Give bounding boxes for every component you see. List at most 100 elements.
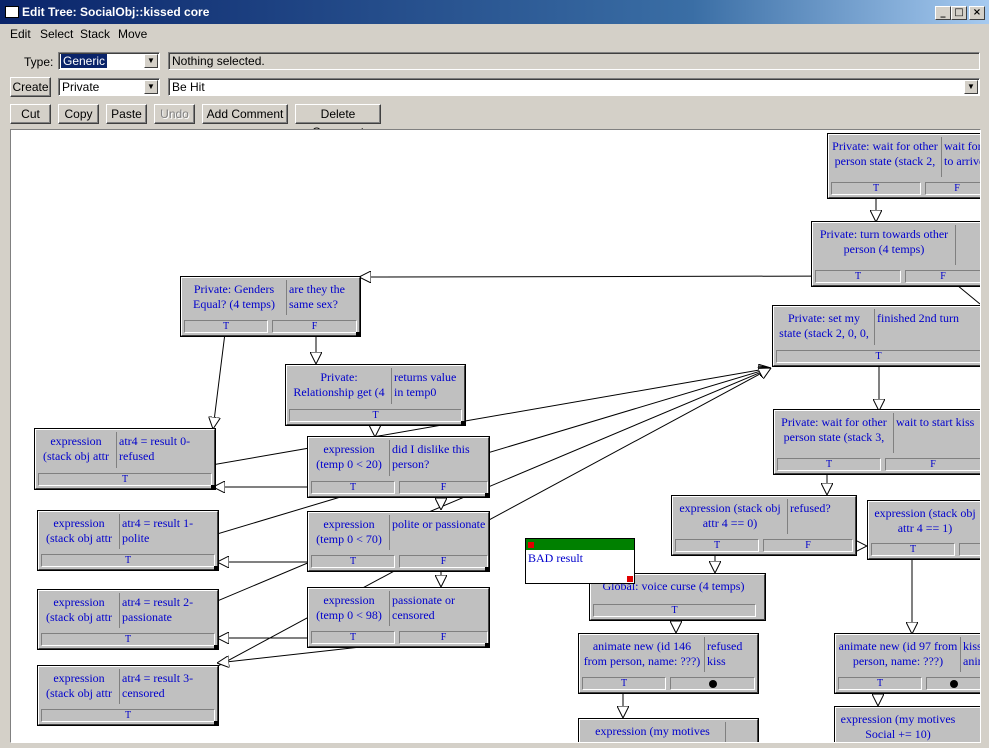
true-port[interactable]: T (289, 409, 462, 422)
resize-handle-icon[interactable] (627, 576, 633, 582)
node-action: expression (stack obj attr (46, 595, 112, 624)
false-port[interactable] (926, 677, 980, 690)
true-port[interactable]: T (838, 677, 922, 690)
undo-button[interactable]: Undo (154, 104, 195, 124)
false-port[interactable]: F (272, 320, 357, 333)
tree-node[interactable]: expression (temp 0 < 20) did I dislike t… (307, 436, 490, 498)
copy-button[interactable]: Copy (58, 104, 99, 124)
node-comment: passionate or censored (389, 591, 488, 626)
node-action: expression (my motives (595, 724, 710, 738)
true-port[interactable]: T (311, 481, 395, 494)
close-icon[interactable] (528, 542, 534, 548)
tree-node[interactable]: expression (temp 0 < 70) polite or passi… (307, 511, 490, 572)
tree-node[interactable]: animate new (id 146 from person, name: ?… (578, 633, 759, 694)
true-port[interactable]: T (38, 473, 212, 486)
true-port[interactable]: T (777, 458, 881, 471)
tree-node[interactable]: expression (stack obj attr 4 == 1) T (867, 500, 980, 560)
node-corner-handle[interactable] (485, 567, 489, 571)
tree-node[interactable]: animate new (id 97 from person, name: ??… (834, 633, 980, 694)
cut-button[interactable]: Cut (10, 104, 51, 124)
comment-popup-text: BAD result (528, 551, 583, 565)
delete-comment-button[interactable]: Delete Comment (295, 104, 381, 139)
false-port[interactable]: F (763, 539, 853, 552)
comment-popup[interactable]: BAD result (525, 538, 635, 584)
close-button[interactable]: × (969, 6, 985, 20)
menu-stack[interactable]: Stack (80, 27, 111, 41)
node-comment: finished 2nd turn (874, 309, 980, 345)
maximize-button[interactable]: □ (951, 6, 967, 20)
true-port[interactable]: T (815, 270, 901, 283)
false-port[interactable]: F (399, 481, 488, 494)
tree-node[interactable]: Private: wait for other person state (st… (827, 133, 980, 199)
create-button[interactable]: Create (10, 77, 51, 97)
menu-move[interactable]: Move (118, 27, 148, 41)
node-comment: atr4 = result 3-censored (119, 669, 217, 704)
true-port[interactable]: T (871, 543, 955, 556)
tree-node[interactable]: Private: turn towards other person (4 te… (811, 221, 980, 287)
node-action: expression (stack obj attr 4 == 0) (679, 501, 781, 530)
tree-node[interactable]: expression (my motives Social += 10) (834, 706, 980, 742)
chevron-down-icon[interactable]: ▼ (144, 54, 158, 68)
tree-node[interactable]: Private: set my state (stack 2, 0, 0, fi… (772, 305, 980, 367)
node-corner-handle[interactable] (356, 332, 360, 336)
add-comment-button[interactable]: Add Comment (202, 104, 288, 124)
node-corner-handle[interactable] (485, 493, 489, 497)
true-port[interactable]: T (41, 633, 215, 646)
false-port[interactable]: F (399, 555, 488, 568)
node-corner-handle[interactable] (214, 566, 218, 570)
false-port[interactable] (959, 543, 980, 556)
tree-canvas[interactable]: Private: wait for other person state (st… (10, 129, 981, 743)
true-port[interactable]: T (41, 709, 215, 722)
true-port[interactable]: T (311, 555, 395, 568)
tree-node[interactable]: expression (stack obj attr atr4 = result… (37, 665, 219, 726)
tree-node[interactable]: expression (stack obj attr atr4 = result… (37, 589, 219, 650)
tree-node[interactable]: Private: Genders Equal? (4 temps) are th… (180, 276, 361, 337)
node-comment: did I dislike this person? (389, 440, 488, 476)
false-port[interactable]: F (925, 182, 980, 195)
false-port[interactable]: F (399, 631, 488, 644)
true-port[interactable]: T (184, 320, 268, 333)
tree-node[interactable]: expression (temp 0 < 98) passionate or c… (307, 587, 490, 648)
menu-edit[interactable]: Edit (10, 27, 31, 41)
false-port[interactable]: F (885, 458, 980, 471)
behavior-combo[interactable]: Be Hit ▼ (168, 78, 980, 96)
false-port[interactable] (670, 677, 755, 690)
true-port[interactable]: T (675, 539, 759, 552)
menu-select[interactable]: Select (40, 27, 74, 41)
true-port[interactable]: T (831, 182, 921, 195)
node-action: expression (stack obj attr 4 == 1) (874, 506, 976, 535)
true-port[interactable]: T (41, 554, 215, 567)
node-action: Private: Relationship get (4 (293, 370, 385, 399)
node-corner-handle[interactable] (211, 485, 215, 489)
node-corner-handle[interactable] (485, 643, 489, 647)
type-label: Type: (24, 55, 54, 69)
tree-node[interactable]: expression (stack obj attr 4 == 0) refus… (671, 495, 857, 556)
node-corner-handle[interactable] (214, 645, 218, 649)
true-port[interactable]: T (776, 350, 980, 363)
node-action: expression (temp 0 < 70) (316, 517, 382, 546)
node-corner-handle[interactable] (461, 421, 465, 425)
status-text: Nothing selected. (172, 54, 265, 68)
tree-node[interactable]: expression (stack obj attr atr4 = result… (37, 510, 219, 571)
create-type-combo[interactable]: Private ▼ (58, 78, 160, 96)
status-field: Nothing selected. (168, 52, 980, 70)
tree-node[interactable]: expression (stack obj attr atr4 = result… (34, 428, 216, 490)
node-comment: returns value in temp0 (391, 368, 464, 404)
node-comment: atr4 = result 2-passionate (119, 593, 217, 628)
type-combo[interactable]: Generic ▼ (58, 52, 160, 70)
minimize-button[interactable]: _ (935, 6, 951, 20)
comment-popup-header[interactable] (526, 539, 634, 550)
chevron-down-icon[interactable]: ▼ (144, 80, 158, 94)
tree-node[interactable]: Private: wait for other person state (st… (773, 409, 980, 475)
true-port[interactable]: T (582, 677, 666, 690)
chevron-down-icon[interactable]: ▼ (964, 80, 978, 94)
tree-node[interactable]: expression (my motives (578, 718, 759, 742)
paste-button[interactable]: Paste (106, 104, 147, 124)
true-port[interactable]: T (311, 631, 395, 644)
true-port[interactable]: T (593, 604, 756, 617)
node-comment: atr4 = result 1-polite (119, 514, 217, 549)
tree-node[interactable]: Private: Relationship get (4 returns val… (285, 364, 466, 426)
false-port[interactable]: F (905, 270, 980, 283)
node-action: expression (my motives Social += 10) (840, 712, 956, 741)
node-corner-handle[interactable] (214, 721, 218, 725)
